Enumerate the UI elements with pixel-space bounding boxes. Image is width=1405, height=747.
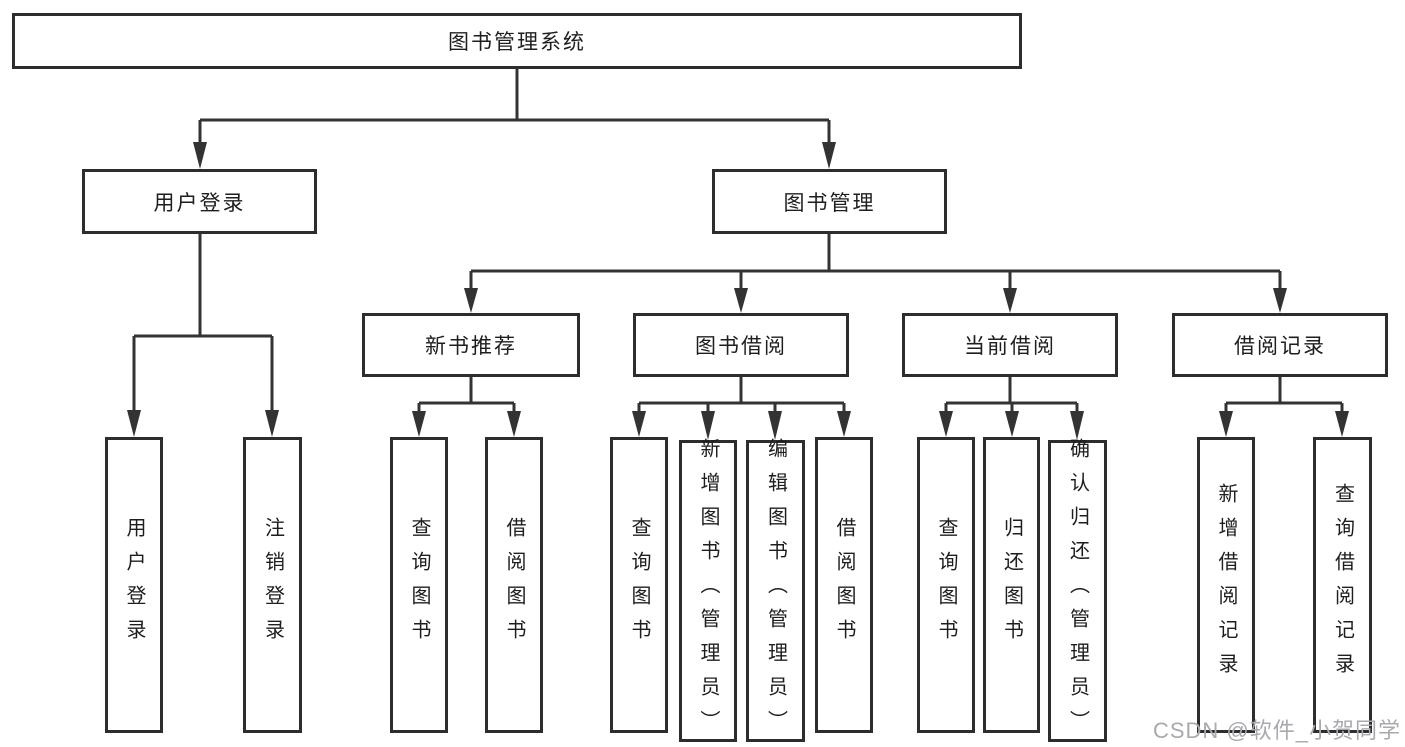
node-label: 图书管理: [783, 191, 876, 215]
leaf-query-books-current: 查询图书: [917, 437, 975, 733]
leaf-return-books: 归还图书: [983, 437, 1040, 733]
node-label: 新增图书（管理员）: [697, 438, 719, 744]
node-label: 确认归还（管理员）: [1066, 438, 1089, 744]
node-label: 借阅图书: [833, 517, 855, 653]
node-user-login: 用户登录: [82, 169, 317, 234]
node-label: 查询图书: [628, 517, 650, 653]
node-book-management: 图书管理: [712, 169, 947, 234]
node-current-borrowing: 当前借阅: [902, 313, 1118, 377]
leaf-add-book-admin: 新增图书（管理员）: [679, 438, 737, 744]
csdn-watermark: CSDN @软件_小贺同学: [1152, 718, 1401, 743]
node-label: 查询借阅记录: [1331, 483, 1354, 687]
node-label: 当前借阅: [964, 335, 1056, 358]
node-library-management-system: 图书管理系统: [12, 13, 1022, 69]
node-label: 查询图书: [408, 517, 430, 653]
node-borrowing-records: 借阅记录: [1172, 313, 1388, 377]
node-label: 借阅记录: [1234, 335, 1326, 358]
node-book-borrowing: 图书借阅: [633, 313, 849, 377]
node-label: 新书推荐: [425, 335, 517, 358]
leaf-confirm-return-admin: 确认归还（管理员）: [1048, 438, 1107, 744]
leaf-logout: 注销登录: [243, 437, 302, 733]
node-label: 编辑图书（管理员）: [764, 438, 787, 744]
leaf-query-books-borrowing: 查询图书: [610, 437, 668, 733]
node-label: 用户登录: [153, 191, 246, 215]
node-label: 归还图书: [1000, 517, 1023, 653]
node-label: 新增借阅记录: [1215, 483, 1237, 687]
node-label: 图书借阅: [695, 335, 787, 358]
leaf-borrow-books-recommend: 借阅图书: [485, 437, 543, 733]
node-label: 用户登录: [123, 517, 145, 653]
leaf-add-borrow-record: 新增借阅记录: [1197, 437, 1255, 733]
node-new-book-recommend: 新书推荐: [362, 313, 580, 377]
leaf-query-borrow-record: 查询借阅记录: [1313, 437, 1372, 733]
node-label: 图书管理系统: [448, 31, 586, 54]
leaf-query-books-recommend: 查询图书: [390, 437, 448, 733]
node-label: 注销登录: [261, 517, 284, 653]
node-label: 借阅图书: [503, 517, 525, 653]
leaf-borrow-books-borrowing: 借阅图书: [815, 437, 873, 733]
leaf-user-login: 用户登录: [105, 437, 163, 733]
leaf-edit-book-admin: 编辑图书（管理员）: [746, 438, 805, 744]
node-label: 查询图书: [935, 517, 957, 653]
